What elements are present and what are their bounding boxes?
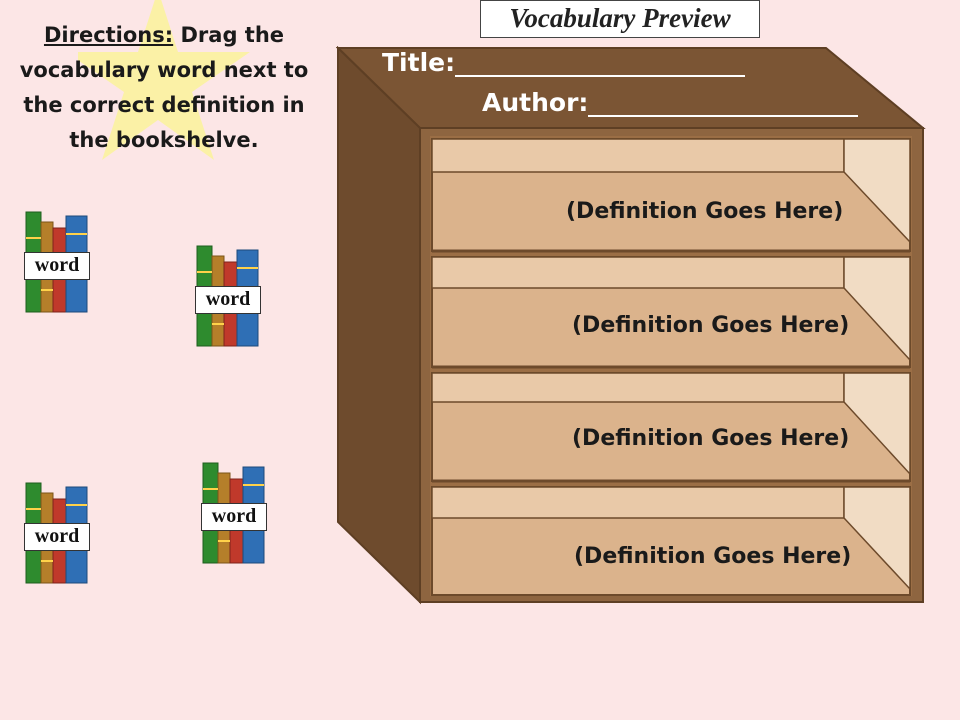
author-blank[interactable]	[588, 89, 859, 117]
book-author-field[interactable]: Author:	[482, 88, 859, 117]
book-title-field[interactable]: Title:	[382, 48, 746, 77]
definition-slot-2[interactable]: (Definition Goes Here)	[572, 313, 850, 338]
word-card-1[interactable]: word	[24, 210, 94, 314]
directions-text: Directions: Drag the vocabulary word nex…	[14, 18, 314, 158]
word-card-3[interactable]: word	[24, 481, 94, 585]
definition-slot-3[interactable]: (Definition Goes Here)	[572, 426, 850, 451]
word-label: word	[24, 523, 90, 551]
title-label: Title:	[382, 48, 456, 77]
star-icon	[78, 0, 250, 160]
word-label: word	[24, 252, 90, 280]
word-card-2[interactable]: word	[195, 244, 265, 348]
definition-slot-4[interactable]: (Definition Goes Here)	[574, 544, 852, 569]
author-label: Author:	[482, 88, 589, 117]
title-blank[interactable]	[455, 49, 746, 77]
word-label: word	[195, 286, 261, 314]
directions-lead: Directions:	[43, 23, 174, 47]
word-label: word	[201, 503, 267, 531]
shelf-compartments	[431, 138, 911, 596]
definition-slot-1[interactable]: (Definition Goes Here)	[566, 199, 844, 224]
page-title: Vocabulary Preview	[480, 0, 760, 38]
bookshelf	[336, 46, 926, 605]
directions-body: Drag the vocabulary word next to the cor…	[19, 23, 309, 152]
word-card-4[interactable]: word	[201, 461, 271, 565]
